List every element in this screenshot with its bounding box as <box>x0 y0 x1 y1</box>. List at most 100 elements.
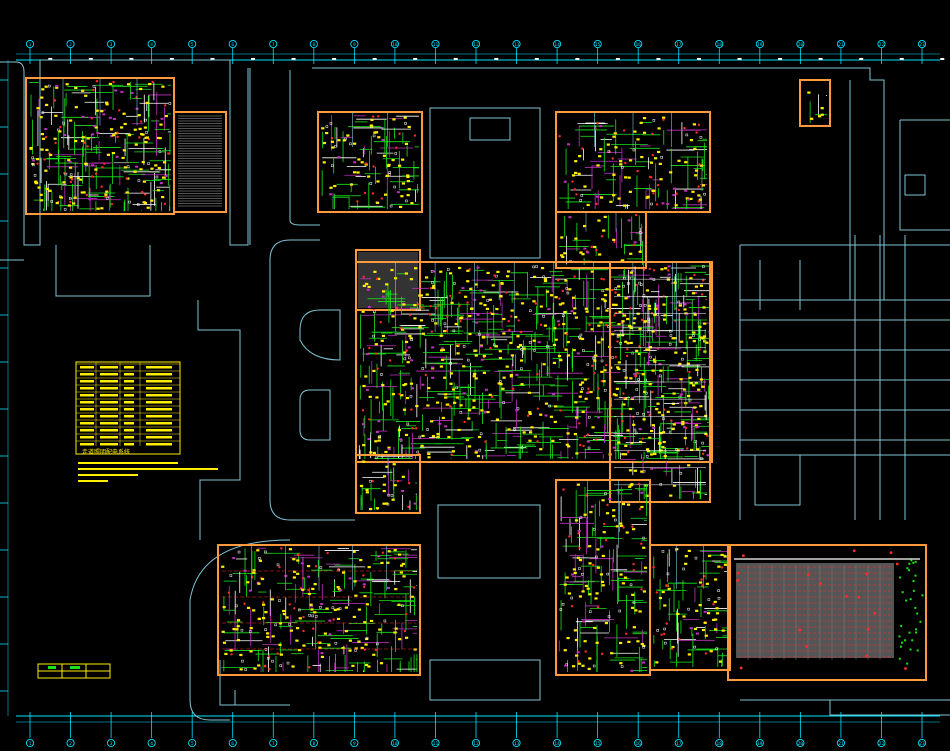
grid-bubble <box>471 39 481 49</box>
outlet-symbol <box>632 243 635 247</box>
switch-symbol <box>466 358 470 362</box>
panel-symbol <box>361 423 365 426</box>
light-fixture <box>311 587 315 591</box>
outlet-symbol <box>670 419 673 422</box>
light-fixture <box>154 164 158 167</box>
outlet-symbol <box>458 291 461 294</box>
light-fixture <box>648 346 653 349</box>
light-fixture <box>297 649 302 652</box>
switch-symbol <box>601 289 605 293</box>
panel-symbol <box>381 295 385 298</box>
light-fixture <box>648 383 652 386</box>
outlet-symbol <box>414 427 418 430</box>
light-fixture <box>382 489 386 493</box>
grid-label-top: 22 <box>879 42 885 48</box>
outlet <box>818 582 822 586</box>
light-fixture <box>285 616 289 619</box>
light-fixture <box>499 383 503 386</box>
switch-symbol <box>499 380 502 383</box>
outlet-symbol <box>85 193 89 197</box>
light-fixture <box>602 531 606 534</box>
light-fixture <box>49 153 53 157</box>
light-fixture <box>695 609 699 612</box>
light-fixture <box>591 426 595 429</box>
light-fixture <box>633 317 637 320</box>
switch-symbol <box>693 645 697 649</box>
fixture <box>906 662 909 665</box>
panel-symbol <box>396 191 400 194</box>
light-fixture <box>431 286 436 289</box>
light-fixture <box>565 576 569 579</box>
outlet-symbol <box>445 329 449 332</box>
light-fixture <box>576 483 580 486</box>
light-fixture <box>509 373 514 377</box>
grid-label-bottom: 17 <box>676 741 682 747</box>
switch-symbol <box>666 572 670 576</box>
panel-symbol <box>377 555 381 558</box>
grid-bubble <box>147 738 156 748</box>
grid-bubble <box>309 738 318 748</box>
light-fixture <box>385 465 389 468</box>
outlet-symbol <box>556 278 560 282</box>
outlet-symbol <box>412 586 416 589</box>
grid-bubble <box>836 39 845 49</box>
outlet <box>895 562 899 566</box>
light-fixture <box>543 324 548 327</box>
light-fixture <box>481 335 485 339</box>
switch-symbol <box>581 572 584 576</box>
light-fixture <box>514 316 518 319</box>
grid-label-top: 3 <box>110 42 113 48</box>
light-fixture <box>616 366 620 369</box>
light-fixture <box>402 408 407 411</box>
grid-label-top: 16 <box>635 42 641 48</box>
switch-symbol <box>349 142 352 146</box>
light-fixture <box>673 281 677 284</box>
light-fixture <box>372 653 376 656</box>
light-fixture <box>648 307 652 310</box>
panel-symbol <box>160 117 164 120</box>
panel-symbol <box>284 574 288 577</box>
outlet-symbol <box>53 99 57 102</box>
outlet-symbol <box>685 447 689 450</box>
light-fixture <box>693 147 697 151</box>
light-fixture <box>498 350 502 353</box>
panel-symbol <box>627 295 631 298</box>
outlet-symbol <box>701 452 705 456</box>
light-fixture <box>306 564 311 568</box>
outlet-symbol <box>602 278 605 281</box>
light-fixture <box>684 161 688 164</box>
outlet <box>865 654 869 658</box>
panel-symbol <box>55 85 59 88</box>
light-fixture <box>360 161 364 164</box>
outlet-symbol <box>100 185 103 188</box>
switch-symbol <box>311 614 314 618</box>
light-fixture <box>674 204 678 207</box>
light-fixture <box>156 189 161 192</box>
fixture <box>908 562 911 565</box>
light-fixture <box>684 562 688 565</box>
switch-symbol <box>331 606 335 610</box>
switch-symbol <box>682 567 685 571</box>
light-fixture <box>617 334 621 337</box>
panel-symbol <box>353 161 357 164</box>
switch-symbol <box>622 369 626 372</box>
light-fixture <box>486 410 490 414</box>
light-fixture <box>699 164 703 167</box>
panel-symbol <box>586 440 590 443</box>
panel-symbol <box>366 288 370 291</box>
switch-symbol <box>661 550 665 553</box>
outlet-symbol <box>651 390 654 394</box>
light-fixture <box>627 176 631 179</box>
panel-symbol <box>474 450 478 453</box>
grid-bubble <box>431 738 440 748</box>
grid-label-top: 11 <box>433 42 439 48</box>
light-fixture <box>485 307 490 310</box>
grid-bubble <box>796 738 805 748</box>
panel-symbol <box>444 425 448 428</box>
panel-symbol <box>679 393 683 396</box>
lighting-system-table-rows <box>76 362 180 446</box>
light-fixture <box>486 271 490 275</box>
fixture <box>915 631 918 634</box>
light-fixture <box>55 201 59 205</box>
switch-symbol <box>390 494 394 497</box>
